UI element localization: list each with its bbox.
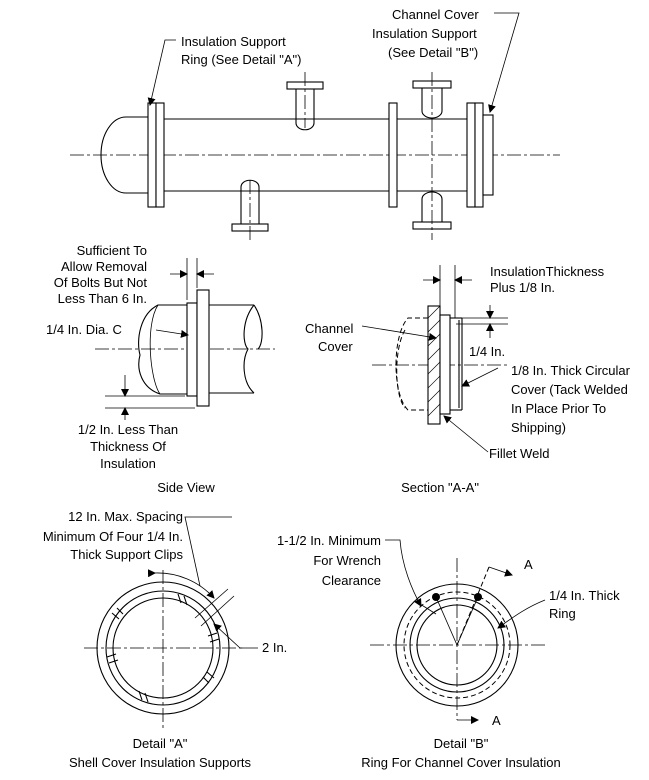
label-b-line2: Insulation Support (372, 26, 477, 41)
side-view-caption: Side View (157, 480, 215, 495)
section-ins-line2: Plus 1/8 In. (490, 280, 555, 295)
detail-b-min-line1: 1-1/2 In. Minimum (277, 533, 381, 548)
detail-b-min-line2: For Wrench (313, 553, 381, 568)
detail-a-spacing-line2: Minimum Of Four 1/4 In. (43, 529, 183, 544)
label-a-line1: Insulation Support (181, 34, 286, 49)
detail-b-caption-line1: Detail "B" (434, 736, 489, 751)
detail-b-drawing: 1-1/2 In. Minimum For Wrench Clearance 1… (277, 533, 620, 770)
section-cover-line2: Cover (Tack Welded (511, 382, 628, 397)
section-fillet: Fillet Weld (489, 446, 549, 461)
side-dia-label: 1/4 In. Dia. C (46, 322, 122, 337)
label-b-line1: Channel Cover (392, 7, 479, 22)
section-ins-line1: InsulationThickness (490, 264, 605, 279)
side-note-line4: Less Than 6 In. (58, 291, 147, 306)
exchanger-top-view: Insulation Support Ring (See Detail "A")… (70, 7, 560, 242)
detail-b-caption-line2: Ring For Channel Cover Insulation (361, 755, 560, 770)
detail-b-ring-line2: Ring (549, 606, 576, 621)
detail-a-two-in: 2 In. (262, 640, 287, 655)
section-aa-drawing: InsulationThickness Plus 1/8 In. Channel… (305, 264, 631, 495)
section-arrow-bottom-label: A (492, 713, 501, 728)
detail-a-drawing: 12 In. Max. Spacing Minimum Of Four 1/4 … (43, 509, 287, 770)
section-arrow-top-label: A (524, 557, 533, 572)
side-note-line3: Of Bolts But Not (54, 275, 148, 290)
side-view-drawing: Sufficient To Allow Removal Of Bolts But… (46, 243, 275, 495)
detail-a-caption-line2: Shell Cover Insulation Supports (69, 755, 252, 770)
section-cover-line1: 1/8 In. Thick Circular (511, 363, 631, 378)
section-quarter: 1/4 In. (469, 344, 505, 359)
side-less-line1: 1/2 In. Less Than (78, 422, 178, 437)
section-cover-line3: In Place Prior To (511, 401, 606, 416)
section-channel-line2: Cover (318, 339, 353, 354)
detail-b-ring-line1: 1/4 In. Thick (549, 588, 620, 603)
section-cover-line4: Shipping) (511, 420, 566, 435)
detail-b-min-line3: Clearance (322, 573, 381, 588)
label-a-line2: Ring (See Detail "A") (181, 52, 302, 67)
side-note-line2: Allow Removal (61, 259, 147, 274)
side-note-line1: Sufficient To (77, 243, 147, 258)
section-channel-line1: Channel (305, 321, 354, 336)
section-caption: Section "A-A" (401, 480, 479, 495)
detail-a-spacing-line1: 12 In. Max. Spacing (68, 509, 183, 524)
detail-a-caption-line1: Detail "A" (133, 736, 188, 751)
side-less-line2: Thickness Of (90, 439, 166, 454)
side-less-line3: Insulation (100, 456, 156, 471)
detail-a-spacing-line3: Thick Support Clips (70, 547, 183, 562)
label-b-line3: (See Detail "B") (388, 45, 478, 60)
